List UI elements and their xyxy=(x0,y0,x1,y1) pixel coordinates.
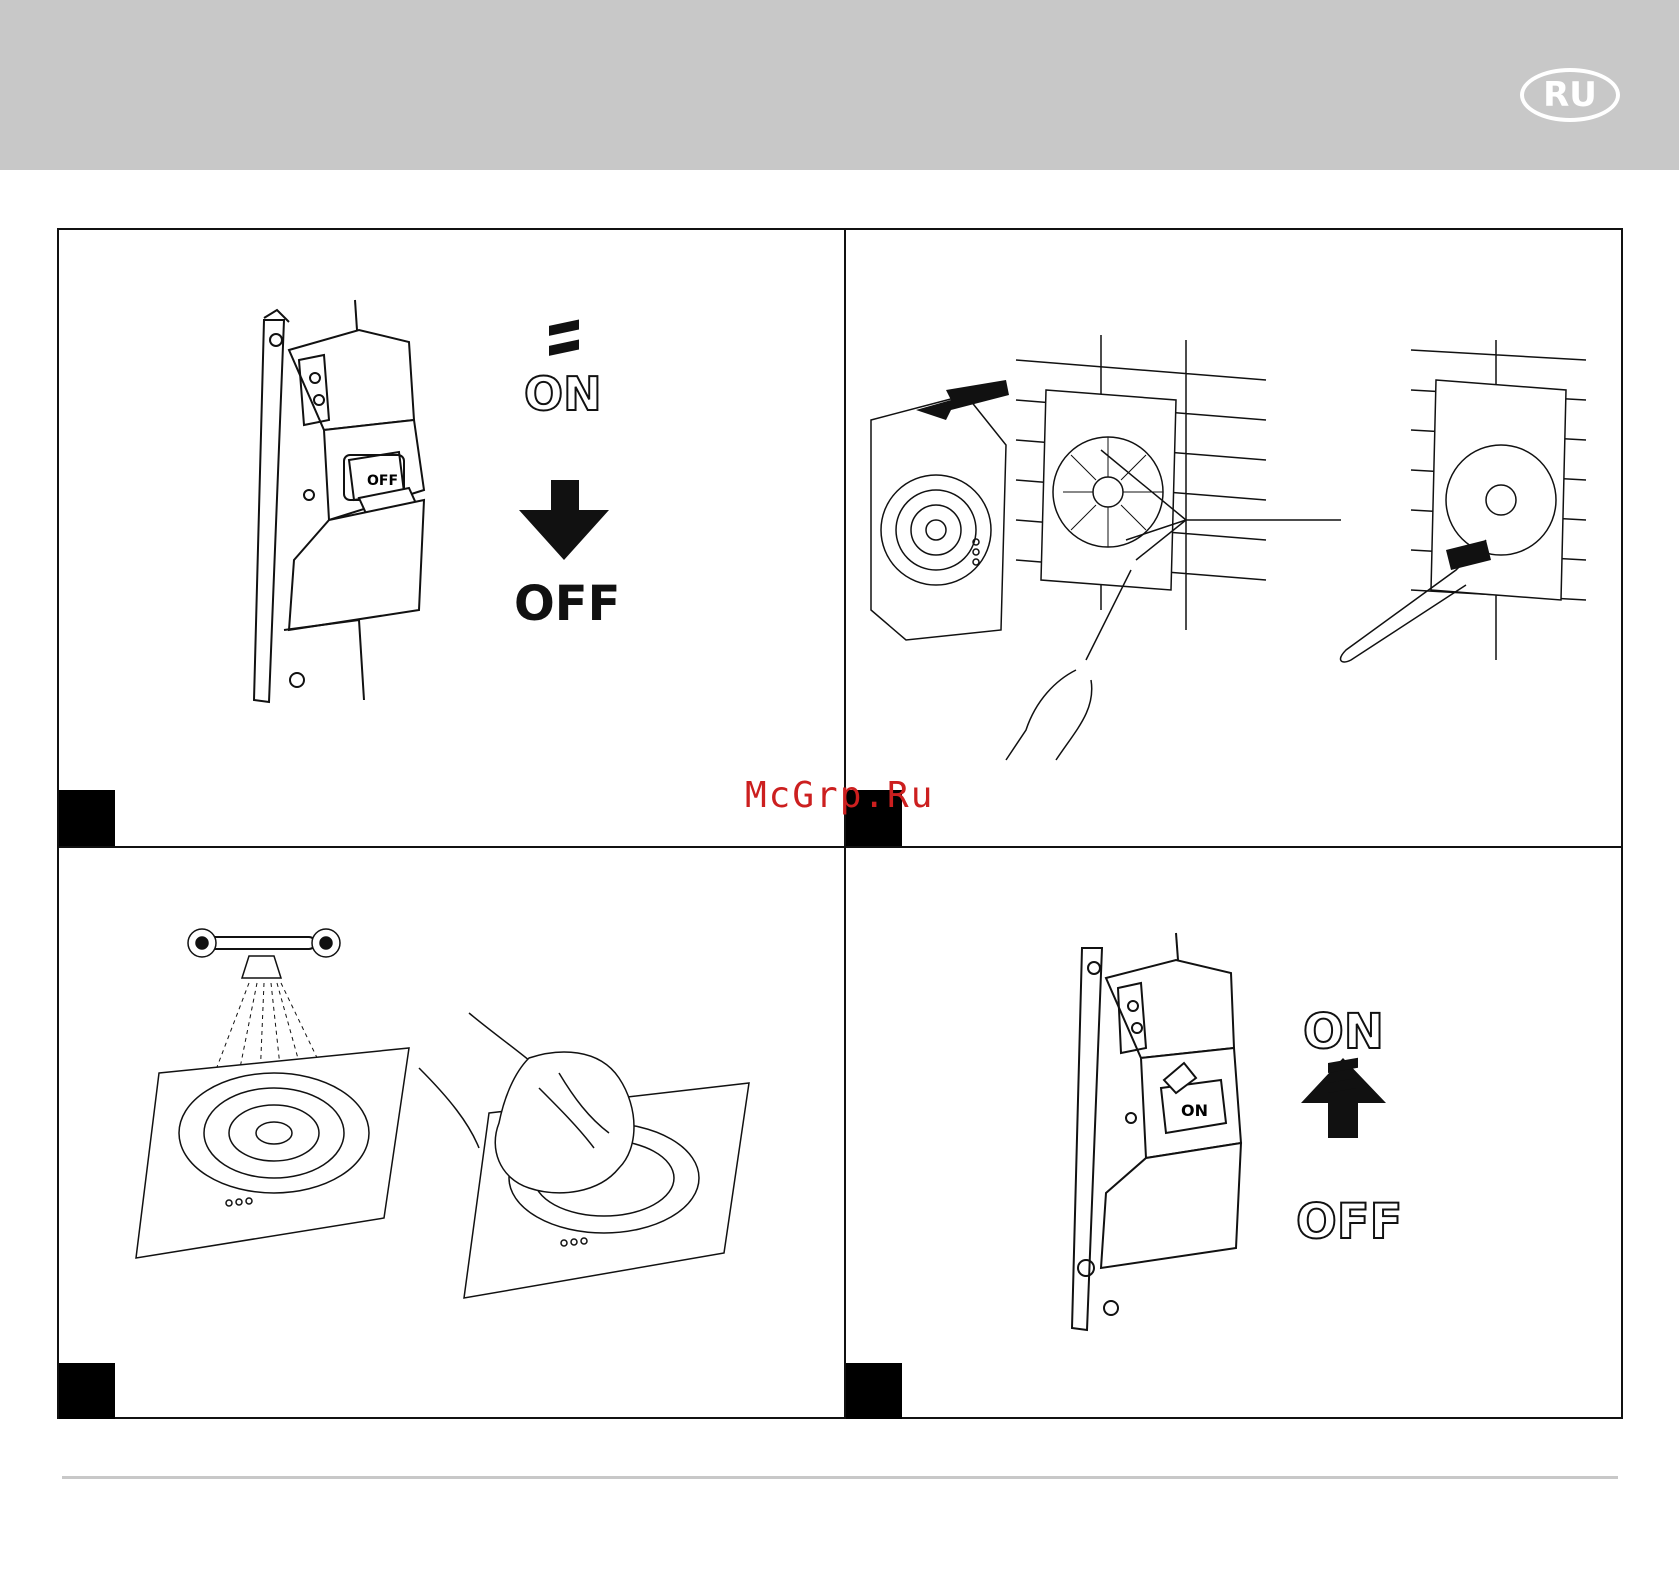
arrow-label-off-4: OFF xyxy=(1296,1194,1402,1250)
breaker-off-illustration: OFF ON OFF xyxy=(59,230,844,846)
step-marker-4 xyxy=(846,1363,902,1419)
panel-wash-cover xyxy=(59,848,844,1419)
panel-switch-off: OFF ON OFF xyxy=(59,230,844,846)
instruction-grid: OFF ON OFF xyxy=(57,228,1623,1419)
footer-rule xyxy=(62,1476,1618,1479)
arrow-label-off: OFF xyxy=(514,576,620,632)
step-marker-1 xyxy=(59,790,115,846)
switch-off-text: OFF xyxy=(367,473,398,489)
panel-clean-fan xyxy=(846,230,1623,846)
watermark: McGrp.Ru xyxy=(745,775,934,816)
header-band xyxy=(0,0,1679,170)
breaker-on-illustration: ON ON OFF xyxy=(846,848,1623,1419)
language-badge-label: RU xyxy=(1543,75,1597,115)
arrow-down-icon xyxy=(519,319,609,560)
language-badge: RU xyxy=(1520,68,1620,122)
fan-cleaning-illustration xyxy=(846,230,1623,846)
arrow-label-on-4: ON xyxy=(1303,1004,1384,1060)
arrow-up-icon xyxy=(1301,1058,1386,1138)
wash-cover-illustration xyxy=(59,848,844,1419)
arrow-label-on: ON xyxy=(524,367,602,421)
switch-on-text: ON xyxy=(1181,1101,1208,1120)
step-marker-3 xyxy=(59,1363,115,1419)
panel-switch-on: ON ON OFF xyxy=(846,848,1623,1419)
